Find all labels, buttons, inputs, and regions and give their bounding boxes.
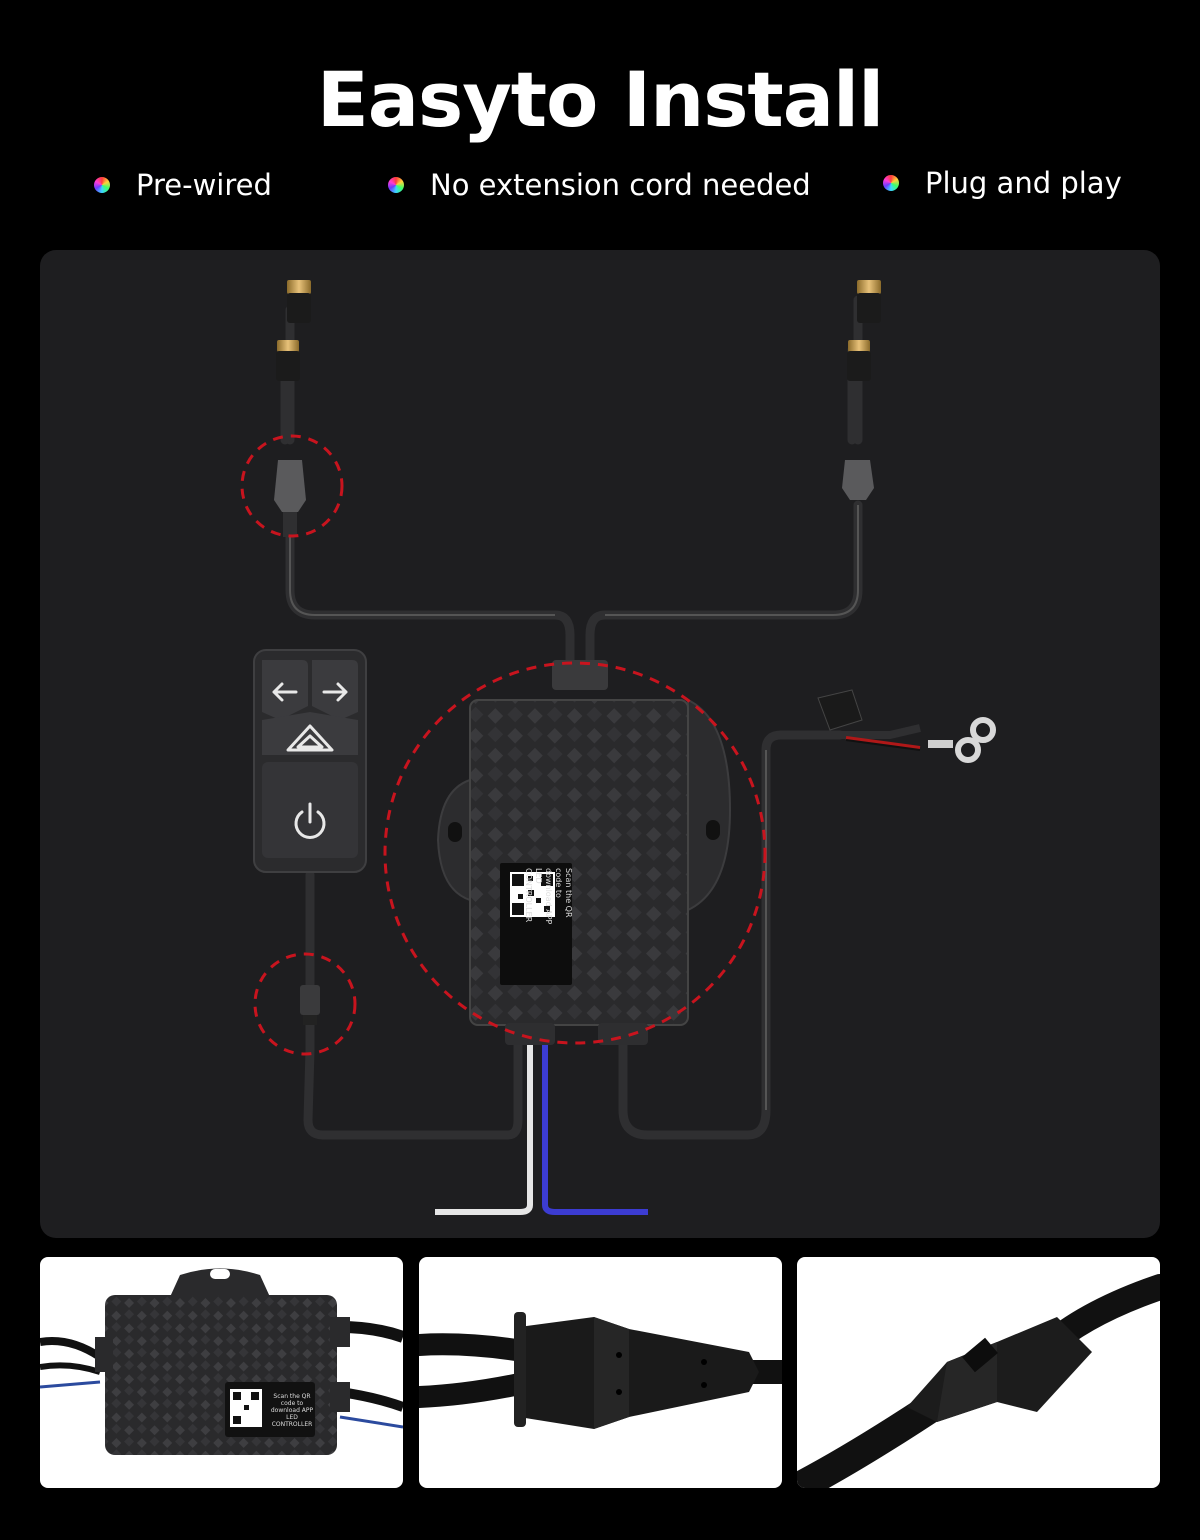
rainbow-dot-icon [388, 177, 404, 193]
feature-item-no-extension: No extension cord needed [388, 168, 811, 202]
thumbnail-inline-plug [797, 1257, 1160, 1488]
thumbnail-label-line-5: CONTROLLER [271, 1421, 313, 1428]
thumbnail-label-line-4: LED [286, 1414, 298, 1421]
junction-block [552, 660, 608, 690]
white-wire [435, 1040, 533, 1215]
wiring-diagram [240, 280, 996, 1215]
highlight-circle-controller [383, 661, 767, 1045]
highlight-circle-remote-connector [253, 952, 357, 1056]
label-line-2: code to [554, 868, 563, 898]
connector-remote-cable [300, 985, 320, 1025]
splitter-photo [419, 1312, 782, 1429]
wiring-diagram-panel: Scan the QR code to download APP LED CON… [40, 250, 1160, 1238]
thumbnail-splitter [419, 1257, 782, 1488]
page-title: Easyto Install [316, 55, 884, 144]
thumbnail-controller: Scan the QR code to download APP LED CON… [40, 1257, 403, 1488]
arrow-left-icon [272, 682, 298, 702]
rainbow-dot-icon [94, 177, 110, 193]
blue-wire [542, 1040, 648, 1215]
feature-list: Pre-wired No extension cord needed Plug … [0, 166, 1200, 208]
hazard-triangle-icon [286, 724, 334, 752]
thumbnail-label-line-3: download APP [270, 1407, 314, 1414]
feature-item-plug-and-play: Plug and play [883, 166, 1122, 200]
connector-top-right [842, 280, 881, 500]
label-line-3: download APP [544, 868, 553, 925]
feature-label: Plug and play [925, 166, 1122, 200]
feature-label: No extension cord needed [430, 168, 811, 202]
thumbnail-controller-label: Scan the QR code to download APP LED CON… [268, 1393, 316, 1428]
arrow-right-icon [322, 682, 348, 702]
connector-top-left [274, 280, 311, 537]
highlight-circle-top-connector [240, 434, 344, 538]
rainbow-dot-icon [883, 175, 899, 191]
feature-label: Pre-wired [136, 168, 272, 202]
label-line-4: LED [534, 868, 543, 884]
inline-plug-photo [797, 1274, 1160, 1488]
power-icon [294, 802, 326, 839]
fuse-holder [817, 689, 921, 751]
led-controller-box [436, 698, 732, 1045]
thumbnail-label-line-2: code to [280, 1400, 304, 1407]
controller-photo [40, 1268, 403, 1455]
label-line-1: Scan the QR [564, 868, 573, 918]
label-line-5: CONTROLLER [524, 868, 533, 923]
ring-terminal-icon [928, 717, 996, 763]
thumbnail-label-line-1: Scan the QR [273, 1393, 311, 1400]
wire-highlights [289, 505, 859, 1110]
controller-label: Scan the QR code to download APP LED CON… [513, 868, 573, 988]
highlight-circles [240, 434, 767, 1056]
feature-item-pre-wired: Pre-wired [94, 168, 272, 202]
